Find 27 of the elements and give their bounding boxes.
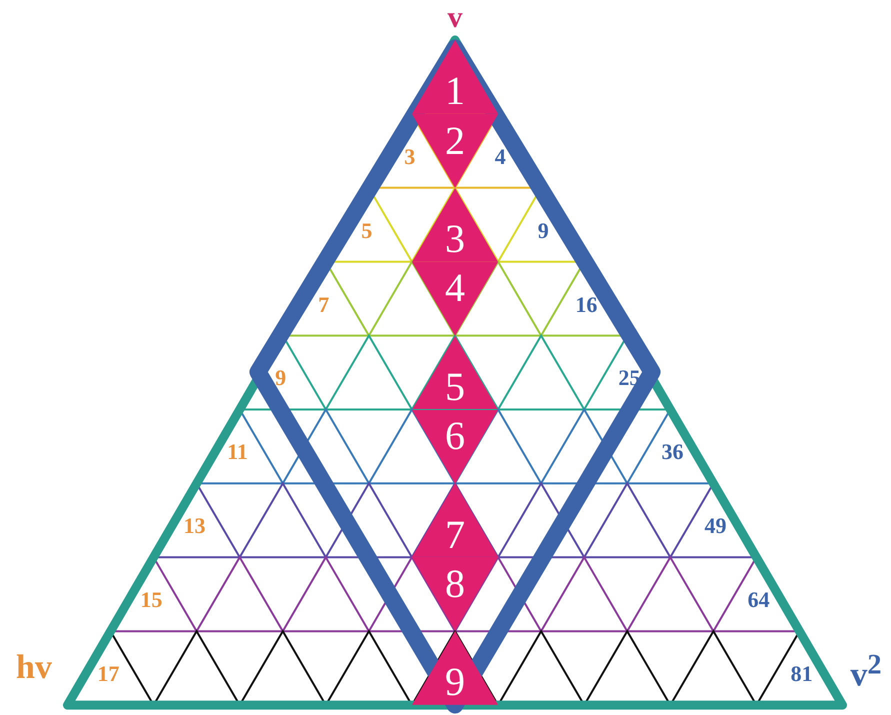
vertex-label: v [448,3,462,33]
cell-number: 9 [444,662,465,702]
row-number: 49 [704,515,726,538]
row-number: 4 [494,146,506,168]
row-number: 11 [227,441,248,464]
cell-number: 2 [444,120,465,161]
row-number: 36 [661,441,684,464]
cell-number: 7 [444,514,465,555]
row-number: 5 [361,220,372,242]
row-number: 16 [575,294,598,316]
cell-number: 1 [444,71,465,112]
row-number: 15 [140,589,162,612]
row-number: 9 [275,367,286,390]
row-number: 64 [748,589,770,612]
vertex-label: v$^{2}$ [850,651,882,693]
row-number: 17 [97,663,120,686]
cell-number: 6 [444,416,465,456]
cell-number: 3 [444,219,465,260]
row-number: 7 [318,294,330,316]
cell-number: 5 [444,366,465,407]
cell-number: 4 [444,268,465,308]
row-number: 13 [183,515,206,538]
vertex-label: hv [16,651,52,685]
cell-number: 8 [444,564,465,604]
row-number: 3 [404,146,416,168]
row-number: 81 [790,663,813,686]
row-number: 9 [538,220,549,242]
